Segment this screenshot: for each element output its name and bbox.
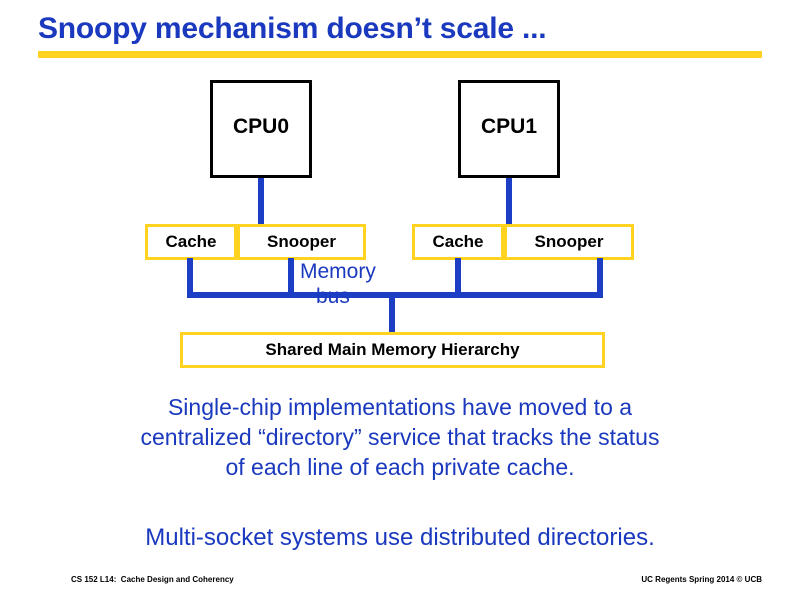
body-paragraph: Single-chip implementations have moved t… xyxy=(140,394,660,480)
memory-bus-label-line1: Memory xyxy=(300,260,376,283)
cpu0-box: CPU0 xyxy=(210,80,312,178)
snooper1-box: Snooper xyxy=(504,224,634,260)
wire-cache1-to-bus xyxy=(455,258,461,298)
page-title: Snoopy mechanism doesn’t scale ... xyxy=(38,12,547,45)
wire-bus-to-memory xyxy=(389,292,395,334)
cache0-box: Cache xyxy=(145,224,237,260)
cpu1-label: CPU1 xyxy=(480,115,538,138)
wire-cpu1-to-cache xyxy=(506,178,512,226)
wire-cache0-to-bus xyxy=(187,258,193,298)
cache1-box: Cache xyxy=(412,224,504,260)
wire-snooper0-to-bus xyxy=(288,258,294,298)
wire-snooper1-to-bus xyxy=(597,258,603,298)
footer-copyright: UC Regents Spring 2014 © UCB xyxy=(641,575,762,584)
memory-bus-line xyxy=(187,292,603,298)
footer-course-label: CS 152 L14: Cache Design and Coherency xyxy=(71,575,234,584)
body-closing-line: Multi-socket systems use distributed dir… xyxy=(145,524,655,551)
cpu0-label: CPU0 xyxy=(232,115,290,138)
memory-bus-label: Memory bus xyxy=(300,259,420,309)
cpu1-box: CPU1 xyxy=(458,80,560,178)
title-underline-rule xyxy=(38,51,762,58)
memory-bus-label-line2: bus xyxy=(316,285,350,308)
snooper0-box: Snooper xyxy=(237,224,366,260)
shared-main-memory-box: Shared Main Memory Hierarchy xyxy=(180,332,605,368)
wire-cpu0-to-cache xyxy=(258,178,264,226)
